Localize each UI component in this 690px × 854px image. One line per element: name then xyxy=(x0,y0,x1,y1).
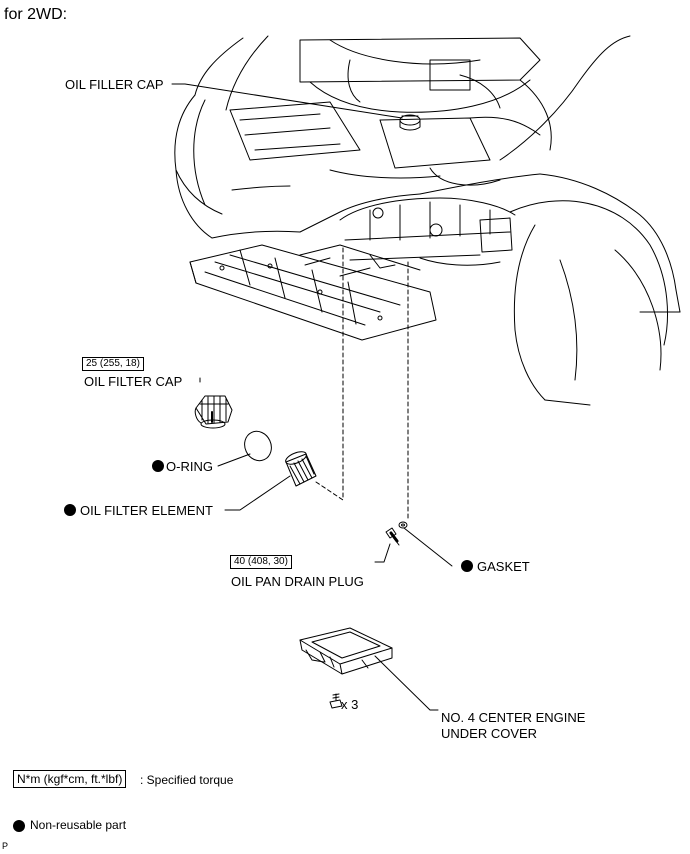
oil-filter-cap-torque-box: 25 (255, 18) xyxy=(82,357,144,371)
drain-plug-part xyxy=(385,527,400,546)
under-cover-label-line2: UNDER COVER xyxy=(441,726,538,741)
non-reusable-marker-filter-element xyxy=(64,504,76,516)
oil-pan-drain-plug-label: OIL PAN DRAIN PLUG xyxy=(231,574,364,589)
no4-under-cover-part xyxy=(299,627,393,675)
footer-mark: P xyxy=(2,841,9,851)
under-cover-panel xyxy=(189,244,437,341)
bolt-part xyxy=(329,693,343,709)
vehicle-body-outline xyxy=(174,35,681,406)
alignment-lines xyxy=(315,247,409,519)
oil-filter-cap-part xyxy=(194,395,233,429)
oil-filler-cap-label: OIL FILLER CAP xyxy=(65,77,164,92)
legend-non-reusable-marker xyxy=(13,820,25,832)
leader-lines xyxy=(171,83,453,711)
drain-plug-torque-box: 40 (408, 30) xyxy=(230,555,292,569)
oil-filter-element-label: OIL FILTER ELEMENT xyxy=(80,503,213,518)
non-reusable-marker-gasket xyxy=(461,560,473,572)
oil-filter-cap-label: OIL FILTER CAP xyxy=(84,374,183,389)
legend-torque-box: N*m (kgf*cm, ft.*lbf) xyxy=(13,770,127,788)
under-cover-label-line1: NO. 4 CENTER ENGINE xyxy=(441,710,586,725)
o-ring-label: O-RING xyxy=(166,459,213,474)
gasket-part xyxy=(398,521,408,529)
engine-bay xyxy=(229,37,552,186)
legend-torque-description: : Specified torque xyxy=(140,773,234,787)
page-header: for 2WD: xyxy=(4,6,68,23)
non-reusable-marker-o-ring xyxy=(152,460,164,472)
gasket-label: GASKET xyxy=(477,559,530,574)
o-ring-part xyxy=(244,430,272,462)
bolt-quantity-label: x 3 xyxy=(341,697,359,712)
legend-non-reusable-label: Non-reusable part xyxy=(30,818,127,832)
oil-filter-element-part xyxy=(285,451,317,487)
engine-block xyxy=(339,197,516,269)
